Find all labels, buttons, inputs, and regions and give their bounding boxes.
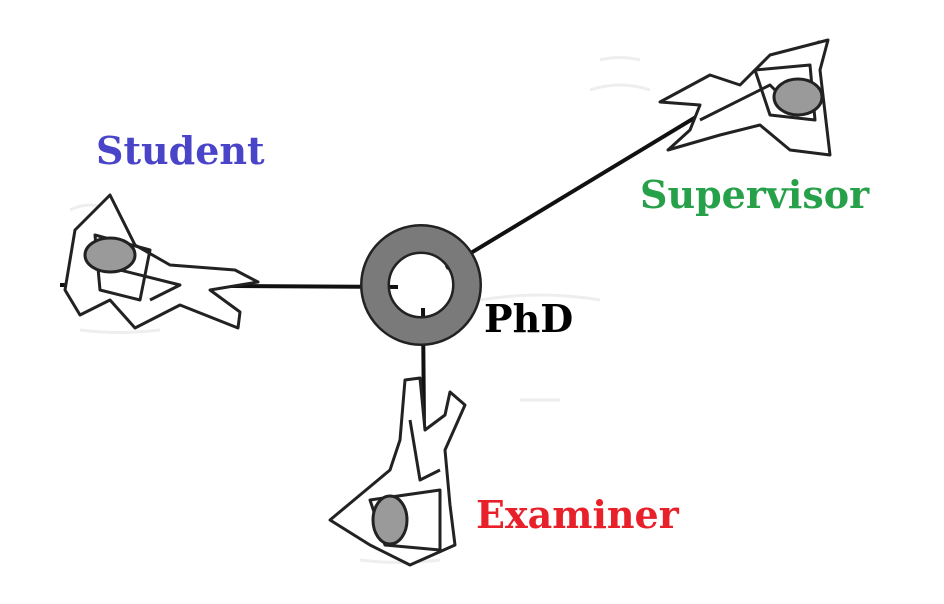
examiner-label: Examiner [476, 492, 679, 537]
supervisor-head [772, 77, 824, 117]
supervisor-figure [658, 38, 832, 157]
student-head [83, 236, 137, 274]
phd-ring [362, 226, 480, 344]
examiner-figure [328, 376, 467, 567]
examiner-head [371, 494, 409, 546]
student-figure [63, 193, 260, 330]
student-label: Student [96, 128, 265, 173]
phd-label: PhD [484, 296, 574, 341]
supervisor-label: Supervisor [640, 172, 870, 217]
background-scribbles [69, 56, 651, 564]
